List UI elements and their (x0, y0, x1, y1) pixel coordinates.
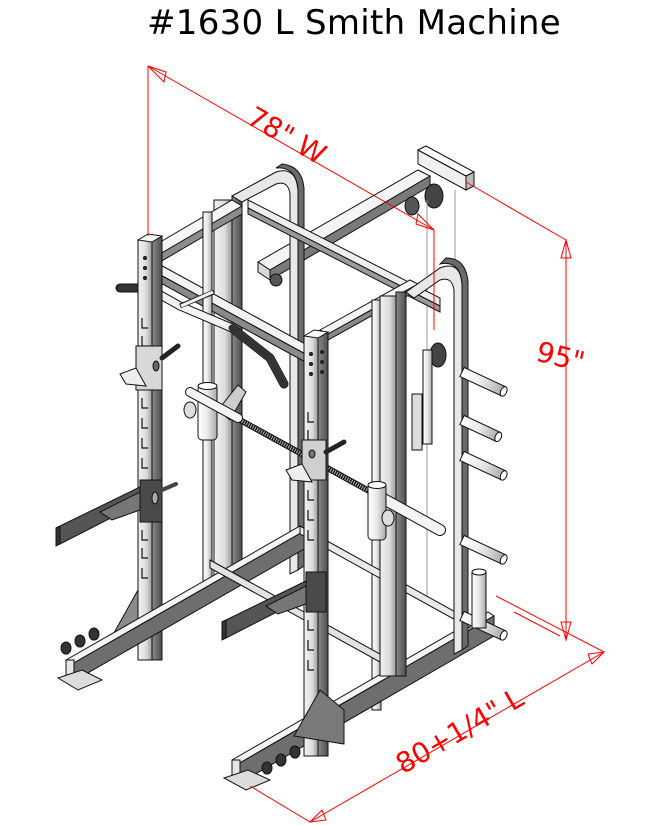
dimension-length-line (249, 611, 606, 823)
dimension-lines (147, 65, 606, 823)
safety-spotter-arm-left (55, 479, 178, 547)
smith-bar (185, 387, 446, 536)
cable-sleeve (422, 349, 433, 445)
weight-storage-pegs (459, 366, 508, 641)
right-carriage (367, 481, 395, 541)
page-title: #1630 L Smith Machine (146, 3, 562, 43)
front-right-upright (302, 329, 330, 757)
rear-right-upright (379, 257, 469, 677)
band-pegs-right (261, 745, 301, 775)
dimension-height-line (465, 181, 605, 653)
front-left-upright (136, 233, 164, 661)
j-hook-left (119, 343, 181, 391)
dimension-width-line (147, 65, 435, 330)
j-hook-right (285, 439, 347, 483)
safety-spotter-arm-right (221, 571, 327, 641)
band-pegs-left (60, 627, 100, 655)
band-pegs (60, 627, 301, 775)
plate-post (471, 568, 487, 629)
gusset-right (293, 689, 345, 745)
